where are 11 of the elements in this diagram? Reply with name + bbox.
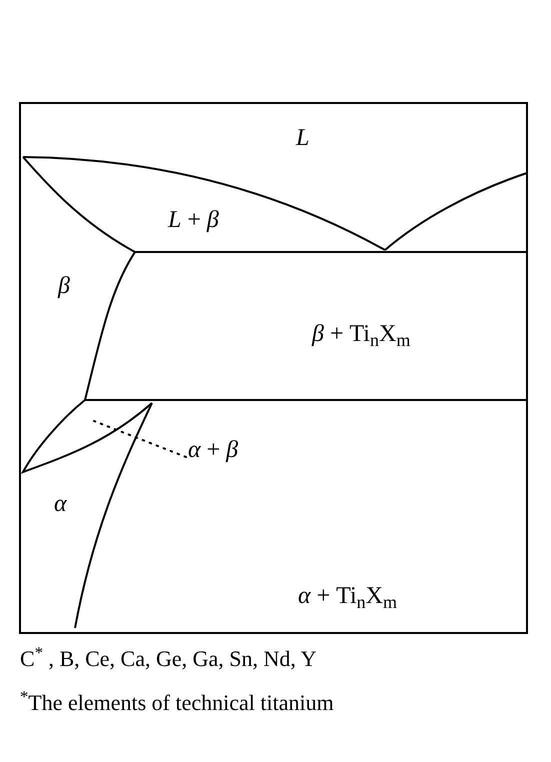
phase-label: α xyxy=(54,492,67,516)
element-list: C$^{*}$ , B, Ce, Ca, Ge, Ga, Sn, Nd, Y xyxy=(20,648,316,670)
phase-region-outline xyxy=(22,399,153,473)
leader-line xyxy=(93,420,187,458)
phase-label: β xyxy=(58,274,70,298)
phase-label: L + β xyxy=(168,208,219,232)
phase-label: α + β xyxy=(188,438,238,462)
phase-label: β + Ti$_{n}$X$_{m}$ xyxy=(312,322,410,346)
phase-label: L xyxy=(296,126,310,150)
footnote: $^{*}$The elements of technical titanium xyxy=(20,692,334,714)
phase-label: α + Ti$_{n}$X$_{m}$ xyxy=(298,584,397,608)
